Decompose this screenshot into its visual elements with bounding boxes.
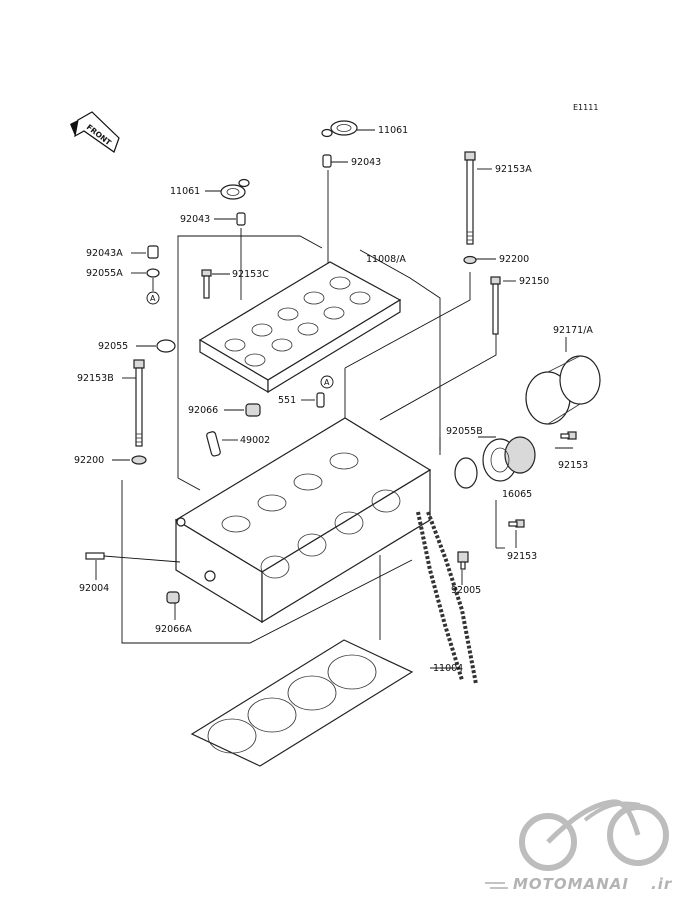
motomanai-watermark-logo: MOTOMANAI .ir	[485, 799, 673, 893]
label-92200-right: 92200	[499, 254, 529, 265]
label-49002: 49002	[240, 435, 270, 446]
watermark-suffix: .ir	[651, 875, 673, 893]
label-92200-left: 92200	[74, 455, 104, 466]
label-92153-lower: 92153	[507, 551, 537, 562]
part-92171A-cover	[525, 355, 601, 425]
label-92043-left: 92043	[180, 214, 210, 225]
label-92043A: 92043A	[86, 248, 123, 259]
part-92055-oring	[156, 339, 176, 353]
part-92150-bolt	[490, 276, 501, 335]
label-11061-top: 11061	[378, 125, 408, 136]
part-92066A	[166, 591, 180, 604]
label-92055B: 92055B	[446, 426, 483, 437]
label-92171A: 92171/A	[553, 325, 593, 336]
part-92153-lower	[508, 519, 525, 528]
label-92004: 92004	[79, 583, 109, 594]
label-551: 551	[278, 395, 296, 406]
part-92043A	[147, 245, 159, 259]
label-11004: 11004	[433, 663, 463, 674]
part-11061-left	[220, 178, 250, 200]
part-11061-top	[321, 120, 358, 138]
diagram-code: E1111	[573, 103, 598, 112]
label-92066: 92066	[188, 405, 218, 416]
part-49002	[206, 431, 221, 457]
front-arrow-icon: FRONT	[70, 111, 120, 153]
part-92005	[457, 551, 469, 570]
part-92200-left	[131, 455, 147, 465]
part-cam-chain	[416, 511, 478, 685]
callout-a-upper: A	[146, 278, 160, 305]
label-11061-left: 11061	[170, 186, 200, 197]
svg-text:A: A	[150, 294, 156, 303]
label-92055A: 92055A	[86, 268, 123, 279]
part-16065-housing	[482, 436, 536, 482]
part-551	[316, 392, 325, 408]
label-11008A: 11008/A	[366, 254, 406, 265]
label-92043-top: 92043	[351, 157, 381, 168]
part-92153-upper	[560, 431, 577, 440]
label-92153-upper: 92153	[558, 460, 588, 471]
part-92153C-bolt	[201, 269, 212, 299]
part-11004-gasket	[190, 639, 414, 767]
label-92153B: 92153B	[77, 373, 114, 384]
label-92055: 92055	[98, 341, 128, 352]
leader-lines	[95, 129, 573, 669]
part-92004	[85, 552, 181, 563]
label-16065: 16065	[502, 489, 532, 500]
label-92150: 92150	[519, 276, 549, 287]
part-92066	[245, 403, 261, 417]
part-92153A-bolt	[464, 151, 476, 245]
label-92005: 92005	[451, 585, 481, 596]
label-92153A: 92153A	[495, 164, 532, 175]
label-92153C: 92153C	[232, 269, 269, 280]
part-92043-top	[322, 154, 332, 168]
svg-text:A: A	[324, 378, 330, 387]
callout-a-lower: A	[320, 375, 334, 389]
part-cylinder-head	[174, 417, 432, 624]
part-92200-right	[463, 255, 477, 265]
part-labels: 11061 92043 11061 92043 92153A 92043A 11…	[74, 125, 593, 674]
watermark-text: MOTOMANAI	[513, 875, 629, 893]
part-92055A-oring	[146, 268, 160, 278]
part-92043-left	[236, 212, 246, 226]
label-92066A: 92066A	[155, 624, 192, 635]
part-92055B-oring	[454, 457, 478, 489]
part-11008A-camshaft-holder	[198, 261, 402, 394]
part-92153B-bolt	[133, 359, 145, 447]
